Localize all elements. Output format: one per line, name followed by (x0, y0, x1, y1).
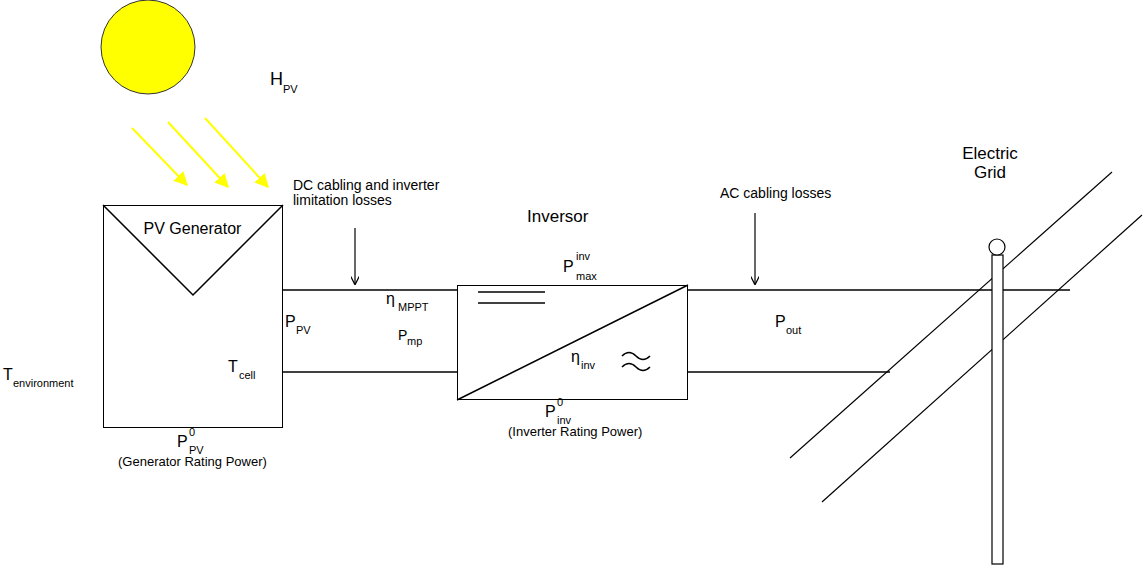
subscript-text: MPPT (396, 301, 431, 313)
node-symbol: T (228, 358, 238, 376)
symbol-text: P (285, 313, 296, 331)
heading-text: Inversor (527, 208, 588, 227)
grid-pole (790, 172, 1142, 564)
node-symbol: inv (581, 359, 595, 371)
symbol-text: P (398, 328, 407, 343)
caption-note-text: (Inverter Rating Power) (508, 425, 642, 439)
inverter-box: ηinv (457, 285, 688, 400)
subscript-text: PV (283, 83, 298, 95)
symbol-text: η (386, 290, 395, 308)
symbol-text: H (270, 70, 283, 90)
sun (101, 0, 195, 94)
pv-triangle (103, 205, 283, 295)
dc-wire (283, 371, 457, 373)
sun-rays (132, 118, 268, 187)
symbol-text: T (3, 366, 13, 384)
symbol-text: P (177, 433, 188, 451)
inverter-symbols (457, 285, 688, 400)
subscript-text: mp (407, 335, 422, 347)
symbol-text: P (563, 258, 574, 276)
subscript-text: environment (13, 377, 74, 389)
node-title: η (571, 348, 580, 366)
subscript-text: PV (296, 324, 311, 336)
pv-generator-box: PV GeneratorTcell (103, 205, 283, 428)
symbol-text: P (545, 403, 556, 421)
node-symbol: cell (239, 369, 256, 381)
heading-text: Electric Grid (955, 145, 1025, 182)
caption-note-text: (Generator Rating Power) (118, 455, 267, 469)
superscript-text: inv (576, 250, 590, 262)
symbol-text: P (775, 313, 786, 331)
superscript-text: 0 (557, 396, 563, 408)
subscript-text: max (576, 270, 597, 282)
note-text: DC cabling and inverter limitation losse… (293, 178, 483, 209)
subscript-text: out (786, 324, 801, 336)
node-title: PV Generator (143, 220, 243, 238)
note-text: AC cabling losses (720, 186, 831, 201)
dc-wire (283, 289, 457, 291)
